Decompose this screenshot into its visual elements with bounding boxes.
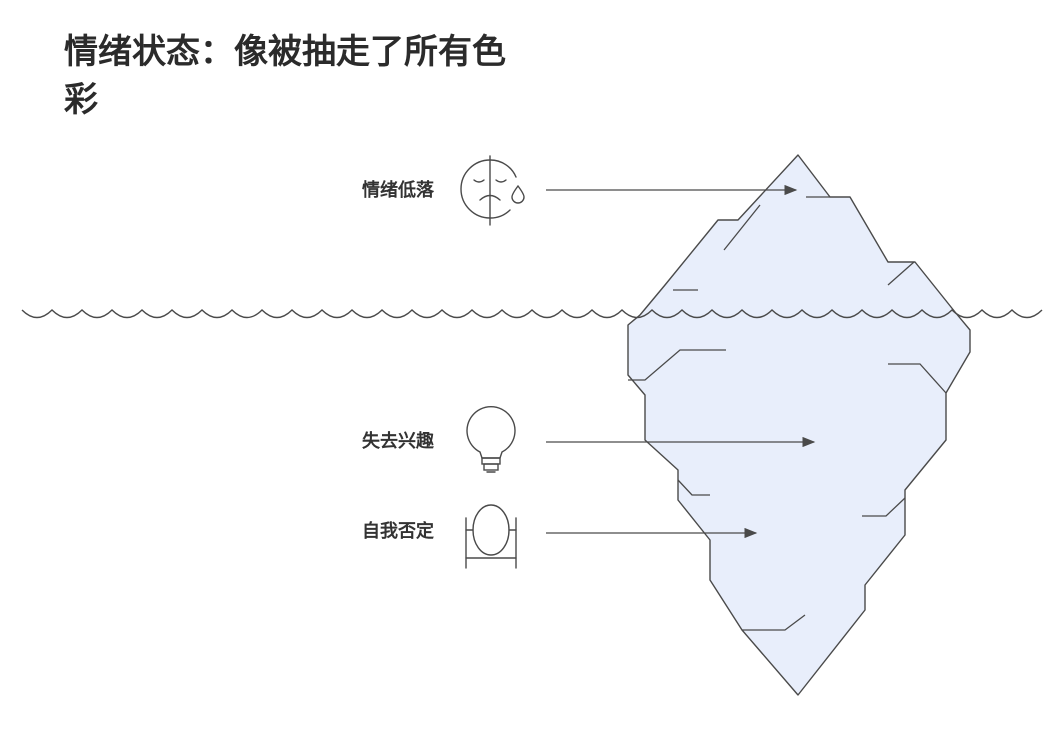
label-self-denial: 自我否定: [362, 521, 434, 542]
sad-face-icon: [460, 155, 525, 226]
lightbulb-icon: [466, 405, 516, 473]
water-line: [21, 309, 1043, 319]
mirror-icon: [465, 504, 517, 569]
iceberg-crack-lines: [628, 196, 947, 631]
page-title: 情绪状态：像被抽走了所有色彩: [64, 32, 506, 120]
label-low-mood: 情绪低落: [362, 180, 434, 201]
iceberg-shape: [627, 154, 971, 696]
label-loss-of-interest: 失去兴趣: [362, 431, 434, 452]
